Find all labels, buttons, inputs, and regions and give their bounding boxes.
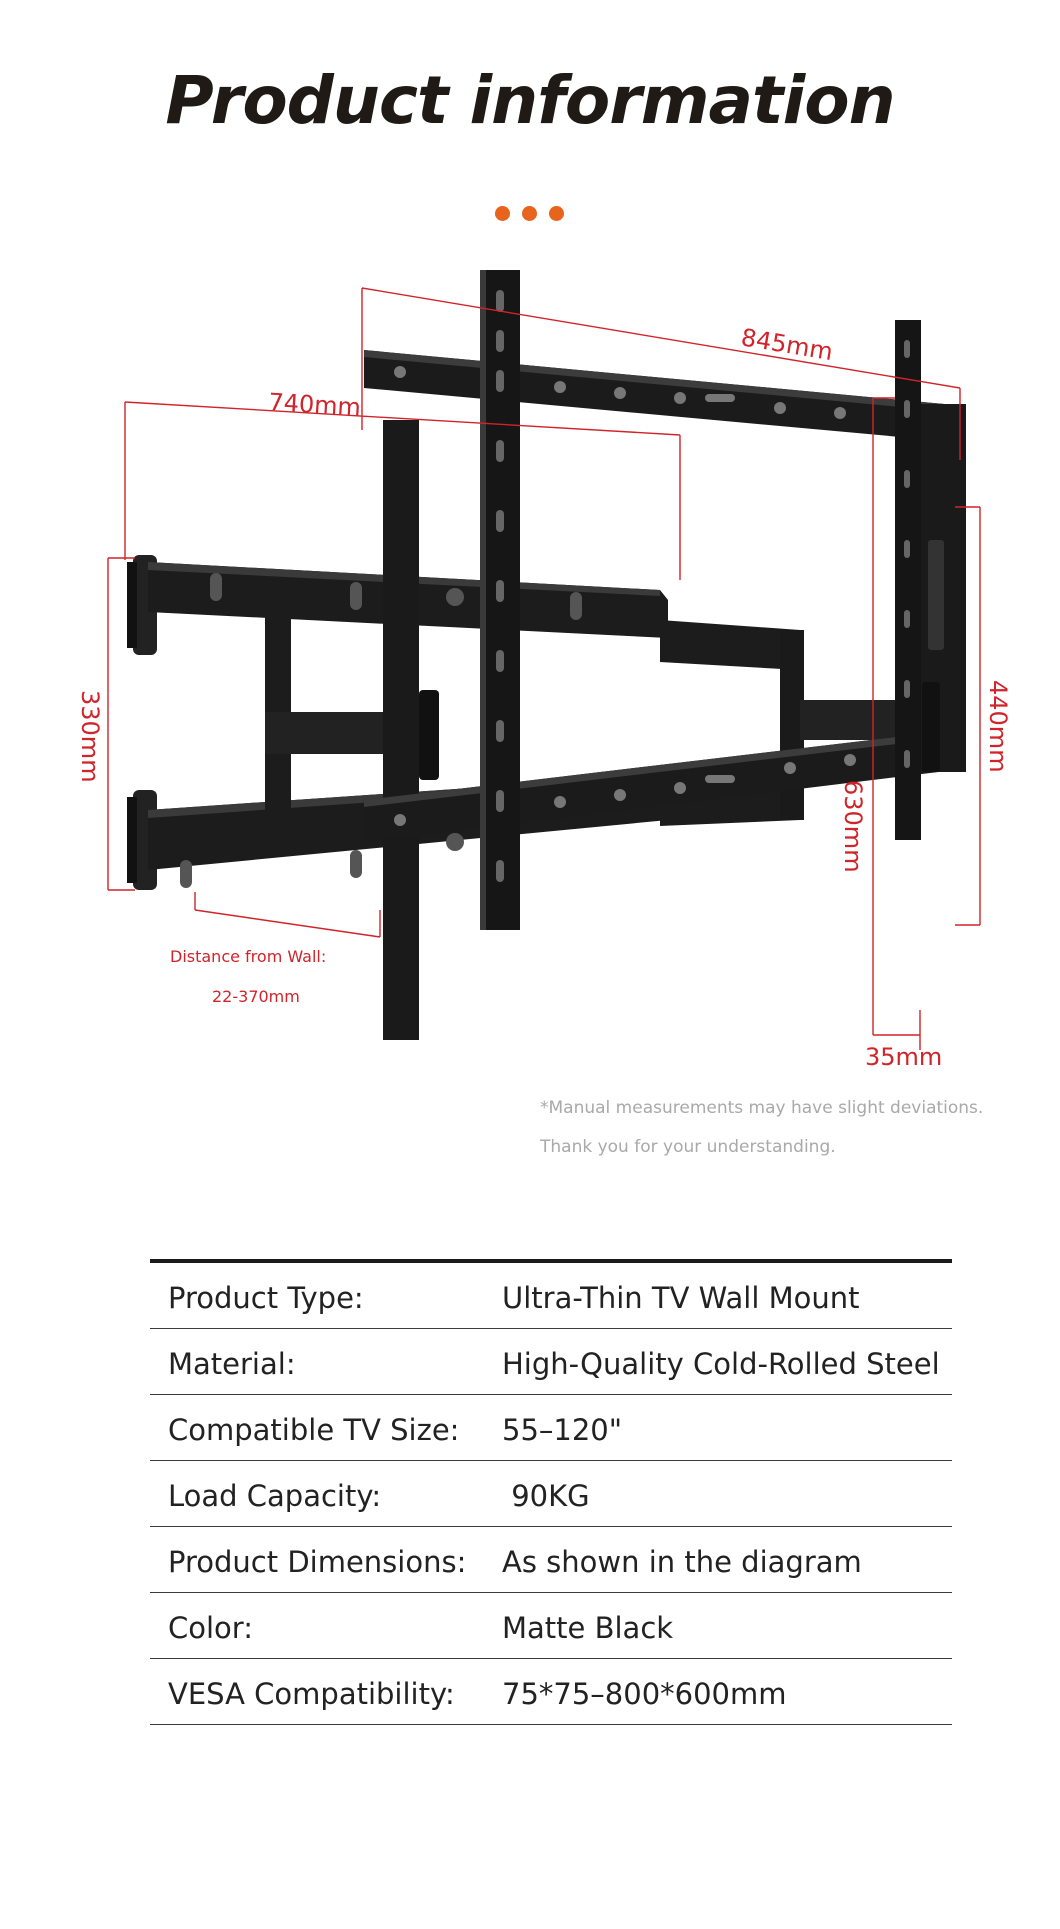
spec-value: 55–120": [502, 1413, 623, 1447]
page-title: Product information: [165, 62, 895, 139]
spec-value: Ultra-Thin TV Wall Mount: [502, 1281, 860, 1315]
disclaimer-line-1: *Manual measurements may have slight dev…: [540, 1098, 984, 1118]
spec-table: Product Type: Ultra-Thin TV Wall Mount M…: [150, 1259, 952, 1725]
dim-35mm: 35mm: [865, 1043, 942, 1071]
wall-distance-label: Distance from Wall:: [170, 947, 326, 966]
spec-row-vesa: VESA Compatibility: 75*75–800*600mm: [150, 1659, 952, 1725]
spec-row-color: Color: Matte Black: [150, 1593, 952, 1659]
spec-row-material: Material: High-Quality Cold-Rolled Steel: [150, 1329, 952, 1395]
decorative-dots: [495, 206, 565, 222]
spec-table-top-rule: [150, 1259, 952, 1263]
spec-row-tv-size: Compatible TV Size: 55–120": [150, 1395, 952, 1461]
dim-740mm: 740mm: [268, 388, 362, 422]
spec-value: 90KG: [502, 1479, 590, 1513]
spec-value: Matte Black: [502, 1611, 674, 1645]
spec-row-product-type: Product Type: Ultra-Thin TV Wall Mount: [150, 1263, 952, 1329]
wall-distance-value: 22-370mm: [212, 987, 300, 1006]
spec-label: VESA Compatibility:: [168, 1677, 455, 1711]
spec-value: 75*75–800*600mm: [502, 1677, 787, 1711]
disclaimer-line-2: Thank you for your understanding.: [540, 1137, 836, 1157]
spec-label: Load Capacity:: [168, 1479, 382, 1513]
spec-label: Compatible TV Size:: [168, 1413, 460, 1447]
dim-630mm: 630mm: [839, 780, 867, 873]
spec-label: Color:: [168, 1611, 253, 1645]
spec-row-dimensions: Product Dimensions: As shown in the diag…: [150, 1527, 952, 1593]
dim-440mm: 440mm: [984, 680, 1012, 773]
tv-mount-illustration: [127, 270, 966, 1040]
spec-label: Material:: [168, 1347, 296, 1381]
spec-value: High-Quality Cold-Rolled Steel: [502, 1347, 940, 1381]
spec-label: Product Dimensions:: [168, 1545, 467, 1579]
spec-value: As shown in the diagram: [502, 1545, 862, 1579]
dim-330mm: 330mm: [76, 690, 104, 783]
spec-row-load-capacity: Load Capacity: 90KG: [150, 1461, 952, 1527]
spec-label: Product Type:: [168, 1281, 364, 1315]
dimension-lines: [107, 287, 981, 1050]
tv-mount-diagram: 845mm 740mm 330mm 440mm 630mm 35mm Dista…: [76, 270, 1012, 1071]
